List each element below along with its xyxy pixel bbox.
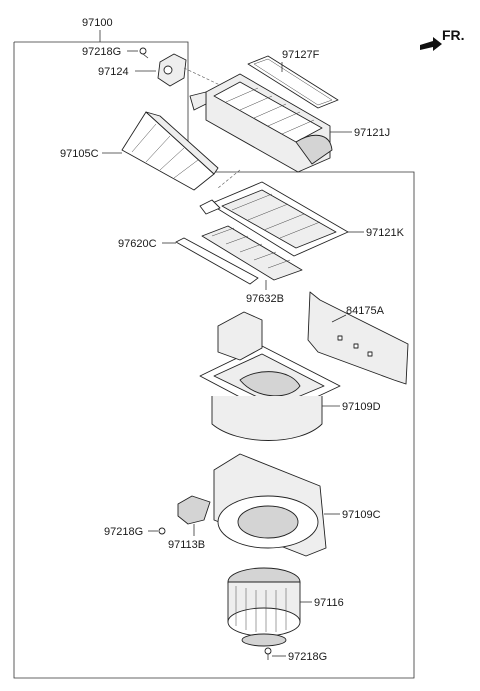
label-screw-bottom: 97218G xyxy=(288,651,327,663)
label-insulator: 84175A xyxy=(346,305,385,317)
label-lower-case: 97109D xyxy=(342,401,381,413)
blower-case-part xyxy=(213,453,340,557)
label-screw-top: 97218G xyxy=(82,46,121,58)
resistor-part xyxy=(177,495,211,536)
label-filter-cover: 97121K xyxy=(366,227,405,239)
screw-mid-part xyxy=(148,527,166,535)
label-blower-case: 97109C xyxy=(342,509,381,521)
label-blower-motor: 97116 xyxy=(314,597,344,609)
insulator-part xyxy=(307,291,409,385)
front-direction-arrow-icon xyxy=(420,37,442,51)
seal-part xyxy=(247,55,339,109)
label-actuator: 97124 xyxy=(98,66,129,78)
filter-cover-part xyxy=(199,181,364,257)
intake-duct-part xyxy=(102,111,219,191)
label-air-filter: 97632B xyxy=(246,293,284,305)
upper-case-part xyxy=(189,73,352,189)
screw-bottom-part xyxy=(264,647,286,660)
label-intake-duct: 97105C xyxy=(60,148,99,160)
assembly-bracket xyxy=(13,30,415,679)
direction-label: FR. xyxy=(442,27,465,43)
air-filter-part xyxy=(201,225,303,290)
blower-motor-part xyxy=(227,567,312,647)
filter-door-part xyxy=(162,237,259,285)
label-screw-mid: 97218G xyxy=(104,526,143,538)
label-seal: 97127F xyxy=(282,49,320,61)
label-upper-case: 97121J xyxy=(354,127,390,139)
lower-case-part xyxy=(199,311,341,441)
actuator-part xyxy=(135,53,223,87)
label-filter-door: 97620C xyxy=(118,238,157,250)
label-assembly: 97100 xyxy=(82,17,113,29)
label-resistor: 97113B xyxy=(168,539,205,551)
screw-top-part xyxy=(127,47,149,59)
